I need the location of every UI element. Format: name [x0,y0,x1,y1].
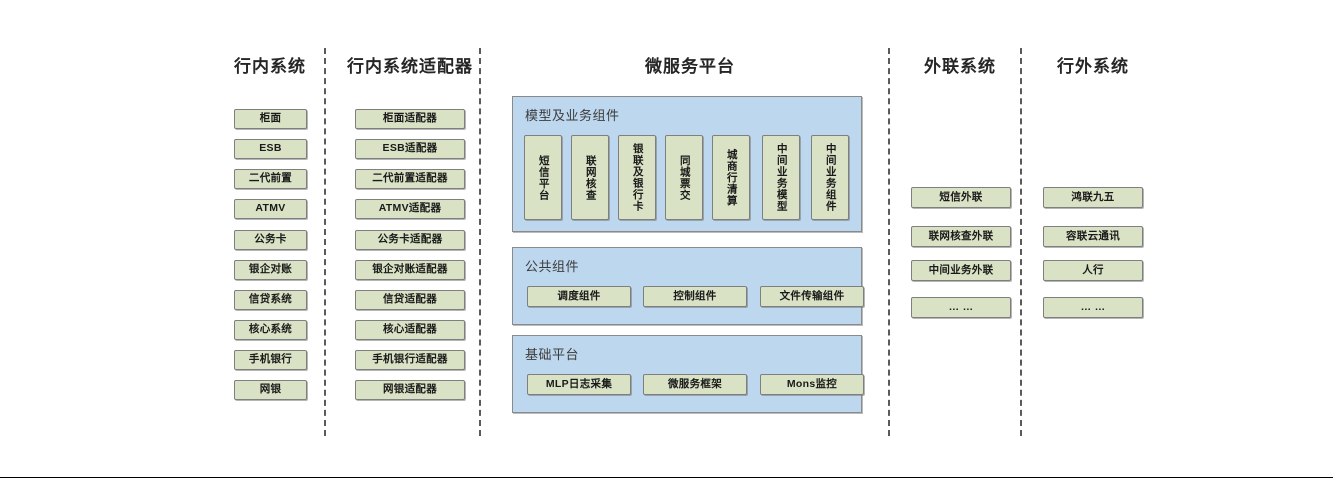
panel-base-platform: 基础平台 MLP日志采集 微服务框架 Mons监控 [512,335,864,413]
node-public-1[interactable]: 调度组件 [527,286,631,307]
column-title-outside-bank: 行外系统 [1057,57,1129,76]
node-external-2[interactable]: 联网核查外联 [911,226,1011,247]
platform-title: 微服务平台 [645,57,735,76]
node-outside-2[interactable]: 容联云通讯 [1043,226,1143,247]
node-model-6[interactable]: 中间业务模型 [762,135,800,220]
node-adapter-7[interactable]: 信贷适配器 [355,290,465,310]
node-adapter-5[interactable]: 公务卡适配器 [355,230,465,250]
bottom-divider [0,477,1333,478]
node-model-2[interactable]: 联网核查 [571,135,609,220]
node-in-bank-3[interactable]: 二代前置 [234,169,307,189]
node-base-1[interactable]: MLP日志采集 [527,374,631,395]
node-outside-4[interactable]: … … [1043,297,1143,318]
node-adapter-8[interactable]: 核心适配器 [355,320,465,340]
node-model-5[interactable]: 城商行清算 [712,135,750,220]
node-model-3[interactable]: 银联及银行卡 [618,135,656,220]
node-in-bank-4[interactable]: ATMV [234,199,307,219]
panel-label-model-business-components: 模型及业务组件 [525,108,620,123]
node-adapter-3[interactable]: 二代前置适配器 [355,169,465,189]
node-adapter-4[interactable]: ATMV适配器 [355,199,465,219]
node-in-bank-7[interactable]: 信贷系统 [234,290,307,310]
node-adapter-10[interactable]: 网银适配器 [355,380,465,400]
node-outside-3[interactable]: 人行 [1043,260,1143,281]
node-external-4[interactable]: … … [911,297,1011,318]
node-adapter-9[interactable]: 手机银行适配器 [355,350,465,370]
separator-1 [324,48,326,436]
node-model-7[interactable]: 中间业务组件 [811,135,849,220]
panel-model-business-components: 模型及业务组件 短信平台 联网核查 银联及银行卡 同城票交 城商行清算 中间业务… [512,96,862,232]
node-model-4[interactable]: 同城票交 [665,135,703,220]
node-base-3[interactable]: Mons监控 [760,374,864,395]
node-in-bank-10[interactable]: 网银 [234,380,307,400]
node-in-bank-2[interactable]: ESB [234,139,307,159]
separator-3 [888,48,890,436]
node-in-bank-6[interactable]: 银企对账 [234,260,307,280]
panel-label-base-platform: 基础平台 [525,347,580,362]
separator-4 [1020,48,1022,436]
column-title-external-link: 外联系统 [924,57,996,76]
node-outside-1[interactable]: 鸿联九五 [1043,187,1143,208]
node-adapter-1[interactable]: 柜面适配器 [355,109,465,129]
node-in-bank-1[interactable]: 柜面 [234,109,307,129]
panel-public-components: 公共组件 调度组件 控制组件 文件传输组件 [512,247,864,325]
column-title-in-bank-adapter: 行内系统适配器 [347,57,473,76]
node-external-3[interactable]: 中间业务外联 [911,260,1011,281]
node-base-2[interactable]: 微服务框架 [643,374,747,395]
node-public-2[interactable]: 控制组件 [643,286,747,307]
node-external-1[interactable]: 短信外联 [911,187,1011,208]
node-in-bank-8[interactable]: 核心系统 [234,320,307,340]
node-adapter-2[interactable]: ESB适配器 [355,139,465,159]
node-model-1[interactable]: 短信平台 [524,135,562,220]
node-public-3[interactable]: 文件传输组件 [760,286,864,307]
node-adapter-6[interactable]: 银企对账适配器 [355,260,465,280]
node-in-bank-5[interactable]: 公务卡 [234,230,307,250]
node-in-bank-9[interactable]: 手机银行 [234,350,307,370]
panel-label-public-components: 公共组件 [525,259,580,274]
column-title-in-bank: 行内系统 [234,57,306,76]
separator-2 [479,48,481,436]
